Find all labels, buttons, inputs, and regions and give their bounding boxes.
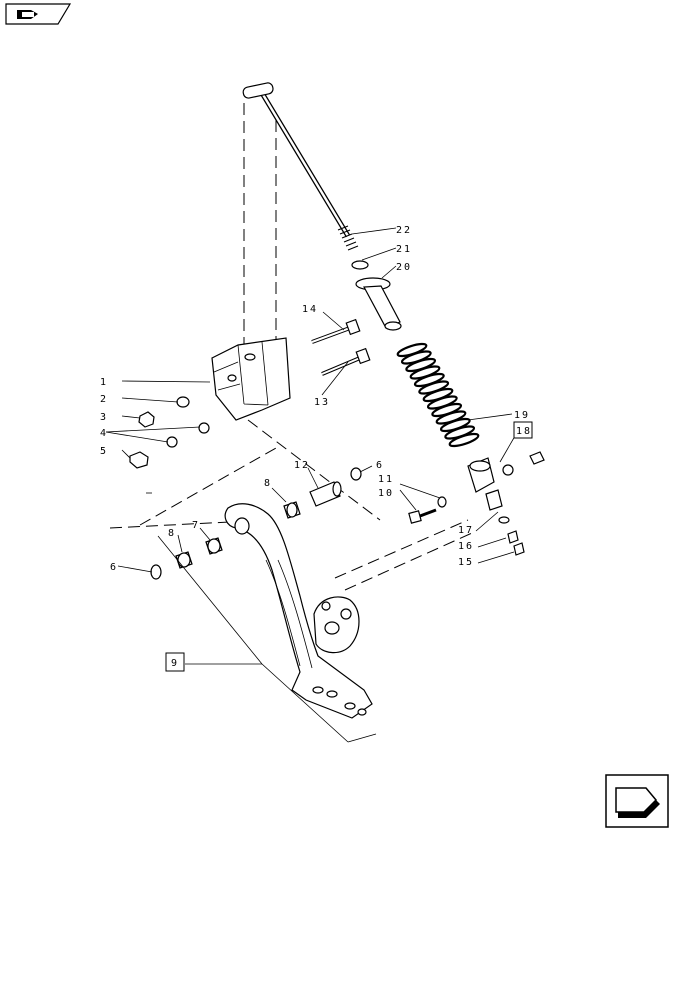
callout-3: 3 [100, 412, 108, 423]
callout-9-box: 9 [165, 652, 185, 672]
nut-5 [129, 451, 149, 469]
callout-8a: 8 [264, 478, 272, 489]
bolt-14 [311, 318, 361, 344]
washer-11 [437, 496, 447, 508]
callout-11: 11 [378, 474, 394, 485]
callout-2: 2 [100, 394, 108, 405]
bushing-12 [309, 481, 342, 507]
callout-18: 18 [516, 426, 532, 437]
washer-4b [166, 436, 178, 448]
callout-13: 13 [314, 397, 330, 408]
callout-22: 22 [396, 225, 412, 236]
arrow-next-icon [615, 787, 660, 818]
callout-16: 16 [458, 541, 474, 552]
bushing-8b [175, 551, 193, 569]
pedal-arm [224, 503, 373, 719]
callout-17: 17 [458, 525, 474, 536]
push-rod [242, 82, 359, 251]
nut-3 [138, 411, 155, 428]
washer-6b [150, 564, 162, 580]
callout-21: 21 [396, 244, 412, 255]
callout-7: 7 [192, 520, 200, 531]
callout-19: 19 [514, 410, 530, 421]
callout-6a: 6 [110, 562, 118, 573]
clevis-assembly [467, 451, 545, 556]
washer-4a [198, 422, 210, 434]
callout-20: 20 [396, 262, 412, 273]
callout-labels: 1 2 3 4 5 6 6 7 8 8 10 11 12 13 14 15 16… [100, 225, 533, 672]
spring-sleeve [355, 277, 402, 331]
bushing-7 [205, 537, 223, 555]
pedal-bracket [211, 337, 291, 421]
callout-10: 10 [378, 488, 394, 499]
callout-12: 12 [294, 460, 310, 471]
assembly-guide-lines [109, 103, 473, 591]
callout-8b: 8 [168, 528, 176, 539]
return-spring [396, 342, 480, 448]
rod-thread [337, 225, 359, 251]
callout-5: 5 [100, 446, 108, 457]
next-page-button[interactable] [605, 774, 669, 828]
washer-6a [350, 467, 362, 481]
bolt-13 [321, 347, 371, 376]
bolt-10 [408, 508, 437, 524]
callout-15: 15 [458, 557, 474, 568]
callout-9: 9 [171, 658, 179, 669]
arrow-back-icon [17, 10, 38, 19]
callout-4: 4 [100, 428, 108, 439]
bushing-8a [283, 501, 301, 519]
callout-6b: 6 [376, 460, 384, 471]
callout-14: 14 [302, 304, 318, 315]
spring-coil [448, 432, 480, 448]
washer-21 [351, 260, 369, 270]
callout-18-box: 18 [513, 421, 533, 439]
prev-page-tab[interactable] [5, 3, 72, 25]
washer-2 [176, 396, 190, 408]
pedal-pad [313, 596, 360, 654]
leader-lines [105, 227, 516, 743]
callout-1: 1 [100, 377, 108, 388]
